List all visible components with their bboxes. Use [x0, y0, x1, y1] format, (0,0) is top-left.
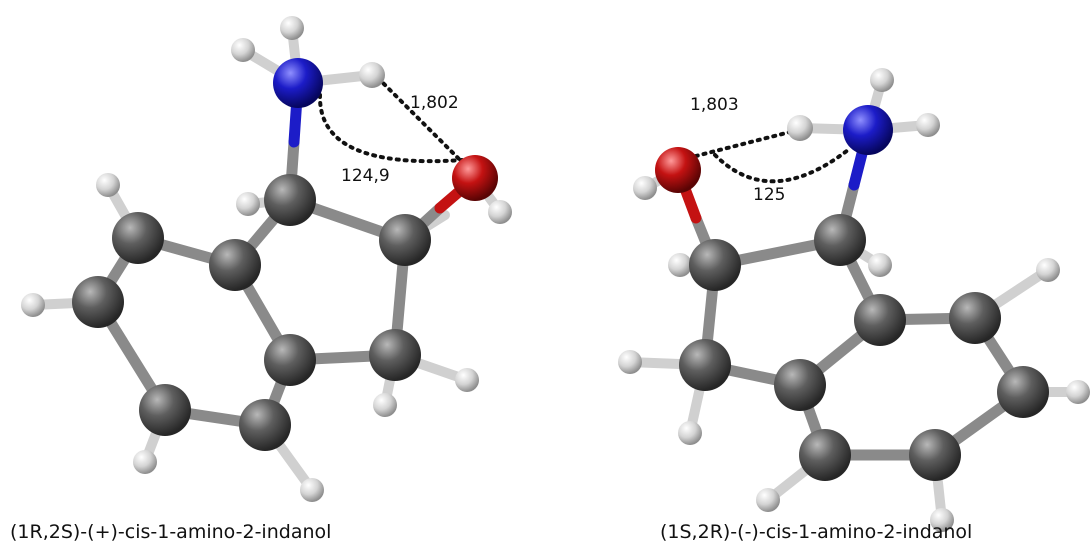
hbond-distance-label: 1,803: [690, 95, 739, 115]
hbond-annotation: [317, 76, 472, 172]
molecule-1s2r: 1,803 125: [618, 68, 1090, 532]
molecule-1r2s: 1,802 124,9: [21, 16, 512, 502]
angle-label: 124,9: [341, 166, 390, 186]
angle-label: 125: [753, 185, 785, 205]
hbond-annotation: [686, 130, 850, 184]
molecule-name-label: (1R,2S)-(+)-cis-1-amino-2-indanol: [10, 521, 332, 543]
atoms: [618, 68, 1090, 532]
atoms: [21, 16, 512, 502]
molecule-name-label: (1S,2R)-(-)-cis-1-amino-2-indanol: [660, 521, 973, 543]
hbond-distance-label: 1,802: [410, 93, 459, 113]
